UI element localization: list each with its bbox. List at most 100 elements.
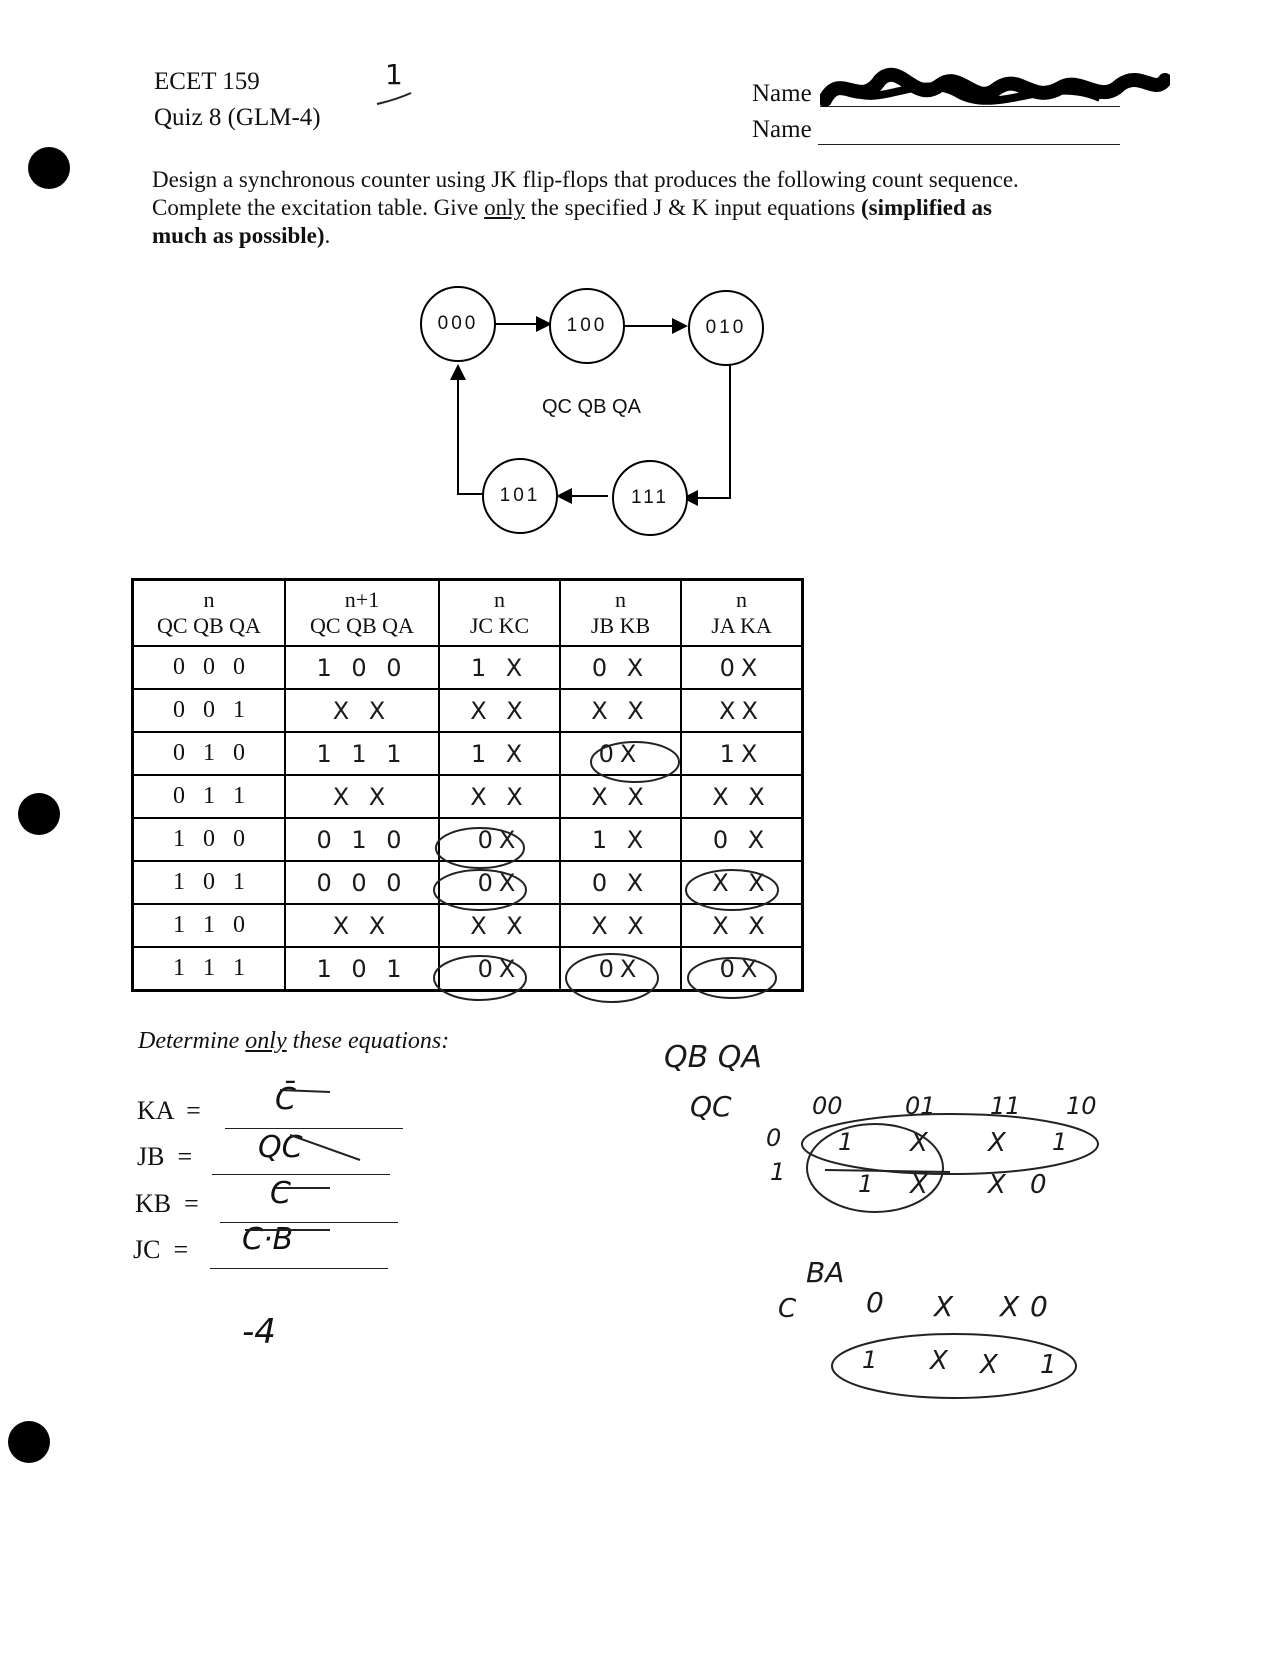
cell-jaka[interactable]: 1X	[680, 731, 804, 776]
eq-label-jb: JB =	[137, 1142, 193, 1171]
kmap1-cell: 1	[858, 1170, 874, 1198]
cell-jckc[interactable]: 0X	[438, 817, 561, 862]
cell-jaka[interactable]: X X	[680, 774, 804, 819]
state-101: 101	[499, 485, 541, 506]
cell-next[interactable]: X X	[284, 774, 440, 819]
state-node	[482, 458, 558, 534]
cell-present: 1 0 1	[131, 860, 286, 905]
cell-next[interactable]: X X	[284, 903, 440, 948]
table-row: 1 1 0 X X X X X X X X	[131, 903, 804, 948]
kmap2-cell: X	[1000, 1290, 1020, 1323]
binder-hole-top	[28, 147, 70, 189]
eq-label-ka: KA =	[137, 1096, 201, 1125]
name-line-1	[820, 106, 1120, 107]
binder-hole-middle	[18, 793, 60, 835]
cell-present: 1 0 0	[131, 817, 286, 862]
cell-next[interactable]: 1 0 1	[284, 946, 440, 992]
instructions-line-1: Design a synchronous counter using JK fl…	[152, 167, 1019, 192]
kmap1-groupings	[801, 1113, 1099, 1213]
scribbled-signature	[820, 67, 1170, 107]
kmap1-cell: 1	[838, 1128, 854, 1156]
cell-jbkb[interactable]: 0 X	[559, 860, 682, 905]
course-title: ECET 159	[154, 68, 260, 95]
kmap2-cell: 1	[862, 1346, 878, 1374]
cell-present: 0 0 0	[131, 645, 286, 690]
name-label-1: Name	[752, 80, 812, 107]
cell-jbkb[interactable]: 0X	[559, 731, 682, 776]
equations-prompt: Determine only these equations:	[138, 1028, 450, 1054]
cell-jckc[interactable]: X X	[438, 774, 561, 819]
answer-strike-marks	[245, 1089, 361, 1231]
cell-next[interactable]: 0 1 0	[284, 817, 440, 862]
kmap1-col-10: 10	[1066, 1092, 1097, 1120]
cell-next[interactable]: 0 0 0	[284, 860, 440, 905]
cell-jaka[interactable]: 0X	[680, 946, 804, 992]
state-100: 100	[566, 315, 608, 336]
cell-next[interactable]: X X	[284, 688, 440, 733]
cell-jckc[interactable]: X X	[438, 688, 561, 733]
kmap1-cell: 1	[1052, 1128, 1068, 1156]
kmap2-left-var: C	[778, 1294, 797, 1324]
instructions-line-2: Complete the excitation table. Give only…	[152, 195, 992, 220]
table-row: 1 0 0 0 1 0 0X 1 X 0 X	[131, 817, 804, 862]
kmap1-cell: 0	[1030, 1170, 1047, 1200]
cell-jaka[interactable]: XX	[680, 688, 804, 733]
cell-present: 1 1 1	[131, 946, 286, 992]
kmap2-cell: 0	[866, 1286, 884, 1319]
cell-next[interactable]: 1 1 1	[284, 731, 440, 776]
kmap2-grouping	[831, 1333, 1077, 1399]
instructions-line-3: much as possible).	[152, 223, 331, 248]
table-row: 0 0 1 X X X X X X XX	[131, 688, 804, 733]
cell-present: 1 1 0	[131, 903, 286, 948]
cell-jckc[interactable]: X X	[438, 903, 561, 948]
cell-jckc[interactable]: 1 X	[438, 731, 561, 776]
eq-answer-kb[interactable]: C	[270, 1176, 291, 1211]
cell-jaka[interactable]: 0 X	[680, 817, 804, 862]
kmap1-row-1: 1	[770, 1158, 786, 1186]
kmap1-left-var: QC	[690, 1090, 732, 1123]
table-row: 1 0 1 0 0 0 0X 0 X X X	[131, 860, 804, 905]
eq-label-kb: KB =	[135, 1189, 199, 1218]
kmap1-cell: X	[988, 1128, 1006, 1158]
kmap1-row-0: 0	[766, 1124, 782, 1152]
table-row: 1 1 1 1 0 1 0X 0X 0X	[131, 946, 804, 992]
eq-answer-jc[interactable]: C·B	[242, 1222, 294, 1257]
score-check-stroke	[376, 92, 412, 105]
cell-jbkb[interactable]: 0 X	[559, 645, 682, 690]
eq-line-ka	[225, 1128, 403, 1129]
cell-next[interactable]: 1 0 0	[284, 645, 440, 690]
name-line-2	[818, 144, 1120, 145]
kmap2-cell: X	[980, 1350, 998, 1380]
cell-present: 0 0 1	[131, 688, 286, 733]
kmap1-top-vars: QB QA	[664, 1040, 762, 1075]
name-label-2: Name	[752, 116, 812, 143]
cell-jckc[interactable]: 0X	[438, 946, 561, 992]
cell-jbkb[interactable]: X X	[559, 903, 682, 948]
state-diagram-label: QC QB QA	[542, 396, 641, 418]
quiz-title: Quiz 8 (GLM-4)	[154, 104, 321, 131]
binder-hole-bottom	[8, 1421, 50, 1463]
eq-label-jc: JC =	[133, 1235, 189, 1264]
cell-jckc[interactable]: 0X	[438, 860, 561, 905]
kmap1-cell: X	[910, 1128, 928, 1158]
state-node	[612, 460, 688, 536]
cell-present: 0 1 0	[131, 731, 286, 776]
cell-jckc[interactable]: 1 X	[438, 645, 561, 690]
cell-jaka[interactable]: X X	[680, 860, 804, 905]
kmap1-col-00: 00	[812, 1092, 843, 1120]
score-mark: 1	[385, 58, 403, 91]
kmap2-cell: X	[930, 1346, 948, 1376]
cell-jbkb[interactable]: 1 X	[559, 817, 682, 862]
state-000: 000	[437, 313, 479, 334]
eq-line-jb	[212, 1174, 390, 1175]
cell-jbkb[interactable]: X X	[559, 688, 682, 733]
eq-line-jc	[210, 1268, 388, 1269]
state-diagram	[420, 286, 764, 536]
cell-jaka[interactable]: 0X	[680, 645, 804, 690]
